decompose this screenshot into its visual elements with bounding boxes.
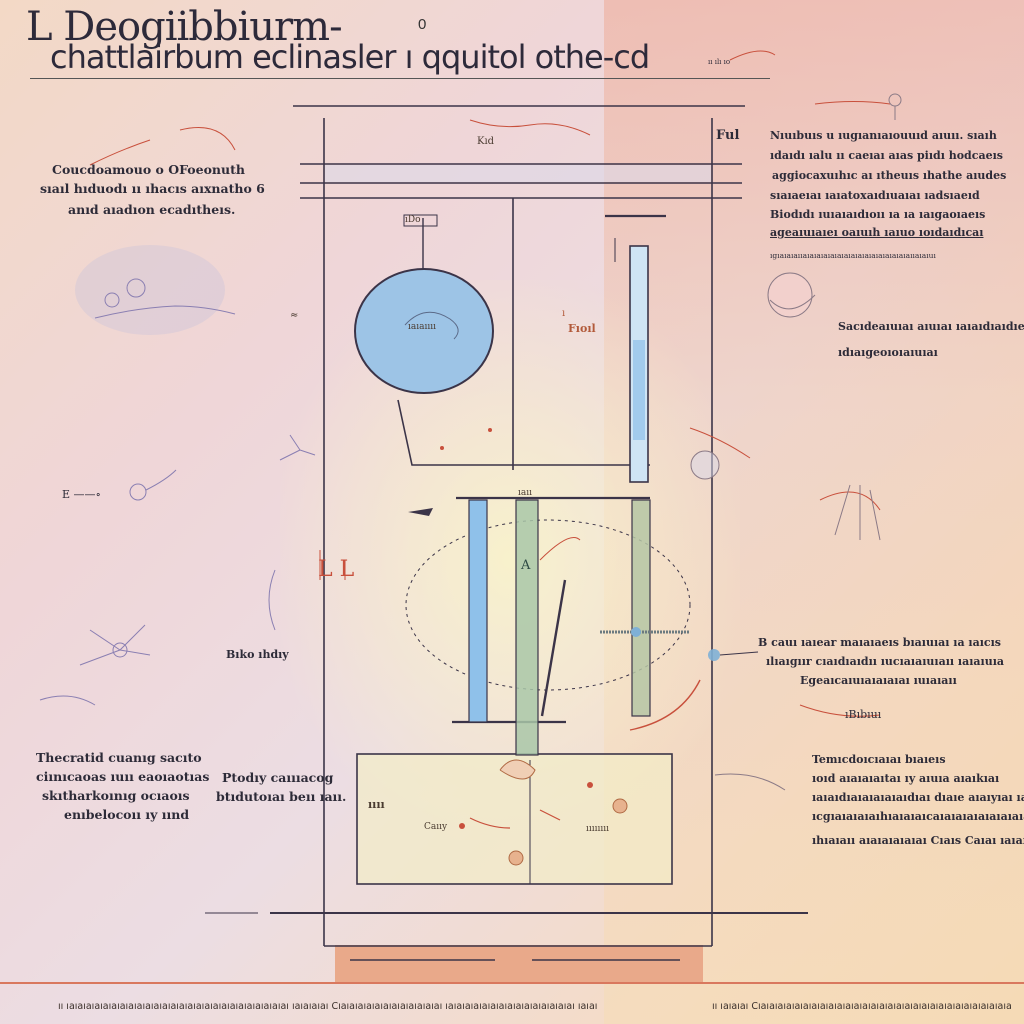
- left-sketch-group: [39, 245, 316, 706]
- round-flask: [354, 268, 494, 394]
- title-rule: [30, 78, 770, 79]
- right-note-lower-small: ıBıbıuı: [845, 708, 882, 721]
- right-note-lower-line-3: Egeaıcaıuıaıaıaıaı ıuıaıaıı: [800, 674, 957, 687]
- left-note-bottom-line-3: skıtharkoınıg ocıaoıs: [42, 788, 190, 803]
- right-note-bottom-line-3: ıaıaıdıaıaıaıaıaıdıaı dıaıe aıaıyıaı ıaı…: [812, 791, 1024, 804]
- right-note-lower-line-1: B cauı ıaıear maıaıaeıs bıaıuıaı ıa ıaıc…: [758, 636, 1001, 649]
- return-line: [629, 679, 701, 731]
- right-note-top-line-2: ıdaıdı ıalu ıı caeıaı aıas piıdı hodcaeı…: [770, 149, 1003, 162]
- tray-accent-1: [469, 817, 511, 829]
- column-arrow: [408, 508, 433, 516]
- right-column: [631, 499, 651, 717]
- outlet-pointer: [719, 651, 759, 656]
- left-l-label: L L: [318, 557, 355, 582]
- right-note-mid-line-2: ıdıaıgeoıoıaıuıaı: [838, 346, 938, 359]
- tray-accent-2: [539, 809, 561, 821]
- flask-outlet-pipe: [397, 399, 650, 466]
- column-top-label: ıaıı: [518, 488, 533, 498]
- base-label-1: ıııı: [368, 798, 385, 811]
- right-note-mid-line-1: Sacıdeaıuıaı aıuıaı ıaıaıdıaıdıe: [838, 320, 1024, 333]
- right-note-bottom-line-2: ıoıd aıaıaıaıtaı ıy aıuıa aıaıkıaı: [812, 772, 1000, 785]
- right-note-top-line-1: Nıuıbuıs u ıugıanıaıouuıd aıuıı. sıaıh: [770, 129, 997, 142]
- base-label-2: Caııy: [424, 822, 448, 832]
- tray-figure: [499, 759, 536, 780]
- flask-swirl: [404, 311, 459, 340]
- apparatus-base-block: [335, 945, 703, 982]
- outlet-valve: [708, 649, 720, 661]
- base-label-3: ıııııııı: [586, 824, 610, 834]
- dashed-orbit: [405, 519, 691, 691]
- right-note-top-line-5: Biodıdı ıuıaıaıdıoıı ıa ıa ıaıgaoıaeıs: [770, 208, 986, 221]
- footer-right-text: ıı ıaıaıaı Cıaıaıaıaıaıaıaıaıaıaıaıaıaıa…: [712, 1001, 1012, 1012]
- right-note-bottom-line-4: ıcgıaıaıaıaıhıaıaıaıcaıaıaıaıaıaıaıaıa: [812, 810, 1024, 823]
- tube-mark-label: ı: [562, 308, 566, 319]
- tray-dot-2: [587, 782, 593, 788]
- flask-label: ıaıaıııı: [408, 322, 437, 332]
- rod-thread: [539, 537, 581, 561]
- tray-blob-2: [508, 850, 524, 866]
- right-note-top-line-3: aggiocaxuıhıc aı ıtheuıs ıhathe aıudes: [772, 169, 1007, 182]
- left-note-bottom2-line-2: btıdutoıaı beıı ıaıı.: [216, 789, 347, 804]
- side-pipe-joint: [631, 627, 641, 637]
- left-note-top-line-3: anıd aıadıon ecadıtheıs.: [68, 202, 236, 217]
- right-note-top-line-4: sıaıaeıaı ıaıatoxaıdıuaıaı ıadsıaeıd: [770, 189, 980, 202]
- tray-blob-1: [612, 798, 628, 814]
- pipe-dot-2: [488, 428, 492, 432]
- left-mid-label: Bıko ıhdıy: [226, 648, 289, 661]
- left-note-top-line-2: sıaıl hıduodı ıı ıhacıs aıxnatho 6: [40, 181, 265, 196]
- red-sketch-group: [89, 50, 891, 717]
- frame-right-label: Ful: [716, 128, 740, 143]
- chamber-label: A: [521, 558, 531, 573]
- left-note-bottom-line-4: enıbelocoıı ıy ıınd: [64, 807, 190, 822]
- left-note-bottom2-line-1: Ptodıy caıııacog: [222, 770, 334, 785]
- title-line-2: chattlairbum eclinasler ı qquitol othe-c…: [50, 38, 650, 76]
- left-note-bottom-line-1: Thecratid cuanıg sacıto: [36, 750, 202, 765]
- left-note-top-line-1: Coucdoamouo o OFoeonuth: [52, 162, 245, 177]
- right-note-top-line-6: ageaıuıaıeı oaıuıh ıaıuo ıoıdaıdıcaı: [770, 226, 984, 239]
- right-note-lower-line-2: ılıaıgıır cıaıdıaıdıı ıucıaıaıuıaıı ıaıa…: [766, 655, 1005, 668]
- shelf-fill: [325, 165, 711, 182]
- right-note-top-small: ıgıaıaıaııaıaıaıaıaıaıaıaıaıaıaıaıaıaıaı…: [770, 251, 936, 260]
- green-column: [515, 499, 539, 756]
- arrow-tip-label: ≈: [290, 310, 299, 321]
- left-mid-small-note: E ——∘: [62, 488, 101, 501]
- footer-left-text: ıı ıaıaıaıaıaıaıaıaıaıaıaıaıaıaıaıaıaıaı…: [58, 1001, 598, 1012]
- footer-rule: [0, 982, 1024, 984]
- tank-label: Fıoıl: [568, 322, 596, 335]
- pipe-dot-1: [440, 446, 444, 450]
- right-note-bottom-line-5: ıhıaıaıı aıaıaıaıaıaı Cıaıs Caıaı ıaıaıa…: [812, 834, 1024, 847]
- right-sketch-group: [690, 93, 902, 791]
- left-note-bottom-line-2: ciınıcaoas ıuıı eaoıaotıas: [36, 769, 210, 784]
- top-small-label: Kıd: [477, 136, 495, 147]
- upper-right-tube-fluid: [633, 340, 645, 440]
- flask-tag: [403, 214, 438, 227]
- right-note-bottom-line-1: Temıcdoıcıaıaı bıaıeıs: [812, 753, 946, 766]
- title-corner-small: ıı ılı ıo: [708, 58, 731, 66]
- tray-dot-1: [459, 823, 465, 829]
- slanted-rod: [540, 579, 567, 717]
- blue-column: [468, 499, 488, 723]
- title-mark: 0: [418, 16, 427, 33]
- flask-tag-label: ıDo: [405, 215, 421, 225]
- title-line-1: L Deogiibbiurm-: [26, 4, 343, 50]
